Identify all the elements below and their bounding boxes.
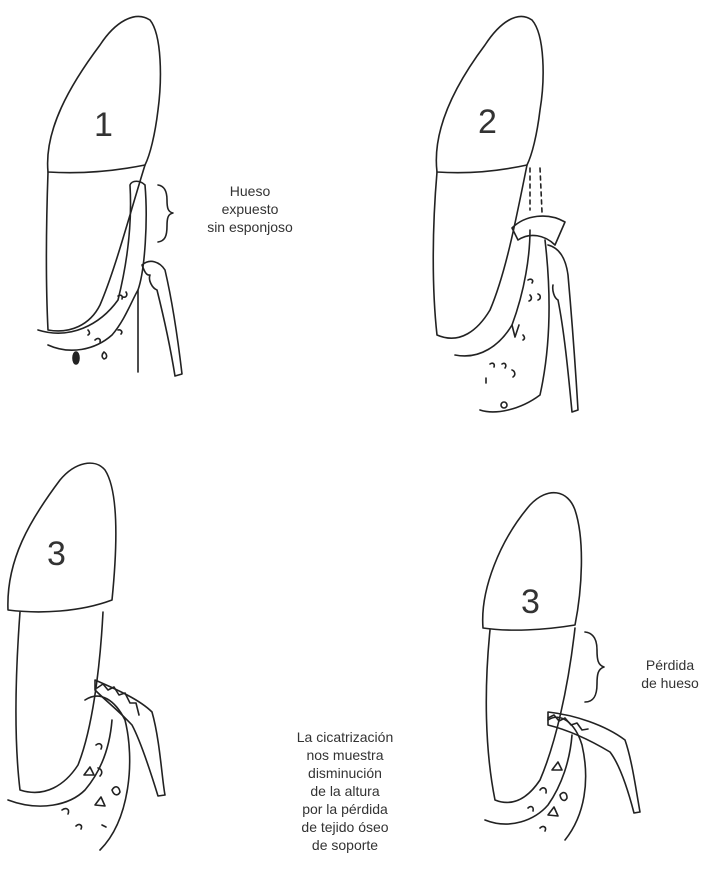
- fig2-socket-dashes: [530, 168, 542, 212]
- fig2-gingiva: [548, 245, 578, 412]
- figure-3b-annotation: Pérdida de hueso: [628, 656, 707, 692]
- fig1-labial-plate: [38, 181, 146, 333]
- figure-3b-drawing: [483, 493, 640, 840]
- figure-1-drawing: [38, 16, 182, 376]
- fig3-spongy-7: [76, 825, 82, 829]
- fig1-spongy-2: [123, 292, 127, 297]
- fig1-crown: [48, 16, 161, 172]
- fig3-spongy-6: [95, 797, 105, 806]
- figure-1-annotation-line: Hueso: [186, 182, 314, 200]
- fig2-spongy-7: [502, 363, 506, 368]
- fig3b-spongy-1: [552, 762, 562, 770]
- figure-3-annotation: La cicatrización nos muestra disminución…: [270, 728, 420, 854]
- fig3b-spongy-2: [540, 788, 546, 793]
- fig3b-gingiva: [548, 712, 640, 813]
- figure-3b-annotation-line: de hueso: [628, 674, 707, 692]
- fig3-spongy-2: [84, 767, 94, 775]
- fig3b-spongy-5: [548, 807, 558, 816]
- fig3-root: [16, 612, 103, 792]
- fig3b-root: [486, 628, 575, 802]
- figure-3b-number: 3: [521, 585, 540, 619]
- fig2-socket: [455, 230, 530, 356]
- fig2-crown: [436, 16, 543, 172]
- figure-3-annotation-line: de la altura: [270, 782, 420, 800]
- fig3b-spongy-4: [528, 807, 533, 811]
- fig2-spongy-8: [512, 370, 515, 377]
- figure-3-annotation-line: por la pérdida: [270, 800, 420, 818]
- figure-2-number: 2: [478, 105, 497, 139]
- fig2-spongy-2: [529, 295, 531, 301]
- figure-3-annotation-line: de soporte: [270, 836, 420, 854]
- fig3b-socket: [485, 735, 572, 824]
- figure-1-annotation: Hueso expuesto sin esponjoso: [186, 182, 314, 236]
- fig3-spongy-1: [96, 744, 102, 749]
- fig2-root: [433, 165, 527, 338]
- fig1-bracket: [158, 185, 173, 242]
- figure-3-annotation-line: disminución: [270, 764, 420, 782]
- figure-1-annotation-line: sin esponjoso: [186, 218, 314, 236]
- fig3b-bracket: [585, 632, 604, 702]
- fig2-spongy-3: [538, 294, 540, 300]
- fig1-spongy-4: [102, 352, 107, 359]
- fig3-bone: [85, 696, 130, 850]
- fig3-socket: [8, 720, 112, 806]
- fig3b-spongy-3: [560, 793, 567, 801]
- fig1-spongy-5: [118, 330, 122, 334]
- figure-1-number: 1: [94, 108, 113, 142]
- fig2-spongy-10: [501, 402, 507, 408]
- fig2-bone-wall: [480, 240, 549, 412]
- fig1-spongy-3: [95, 339, 100, 342]
- figure-3b-annotation-line: Pérdida: [628, 656, 707, 674]
- fig1-dark-spot: [73, 352, 79, 364]
- fig2-spongy-4: [512, 325, 519, 337]
- fig3-spongy-4: [112, 787, 120, 795]
- figure-3-annotation-line: de tejido óseo: [270, 818, 420, 836]
- fig2-spongy-1: [528, 279, 533, 283]
- fig3-spongy-8: [102, 825, 106, 827]
- figure-3-drawing: [8, 463, 165, 850]
- fig2-spongy-5: [523, 335, 525, 340]
- fig1-spongy-6: [88, 330, 90, 335]
- figure-2-drawing: [433, 16, 578, 412]
- fig1-gingiva: [142, 261, 182, 376]
- figure-3-number: 3: [47, 537, 66, 571]
- fig3-spongy-5: [62, 809, 69, 814]
- figure-3-annotation-line: nos muestra: [270, 746, 420, 764]
- fig2-spongy-6: [490, 363, 494, 367]
- figure-1-annotation-line: expuesto: [186, 200, 314, 218]
- fig3b-spongy-6: [540, 827, 546, 831]
- fig2-bone-chip: [512, 216, 565, 245]
- figure-3-annotation-line: La cicatrización: [270, 728, 420, 746]
